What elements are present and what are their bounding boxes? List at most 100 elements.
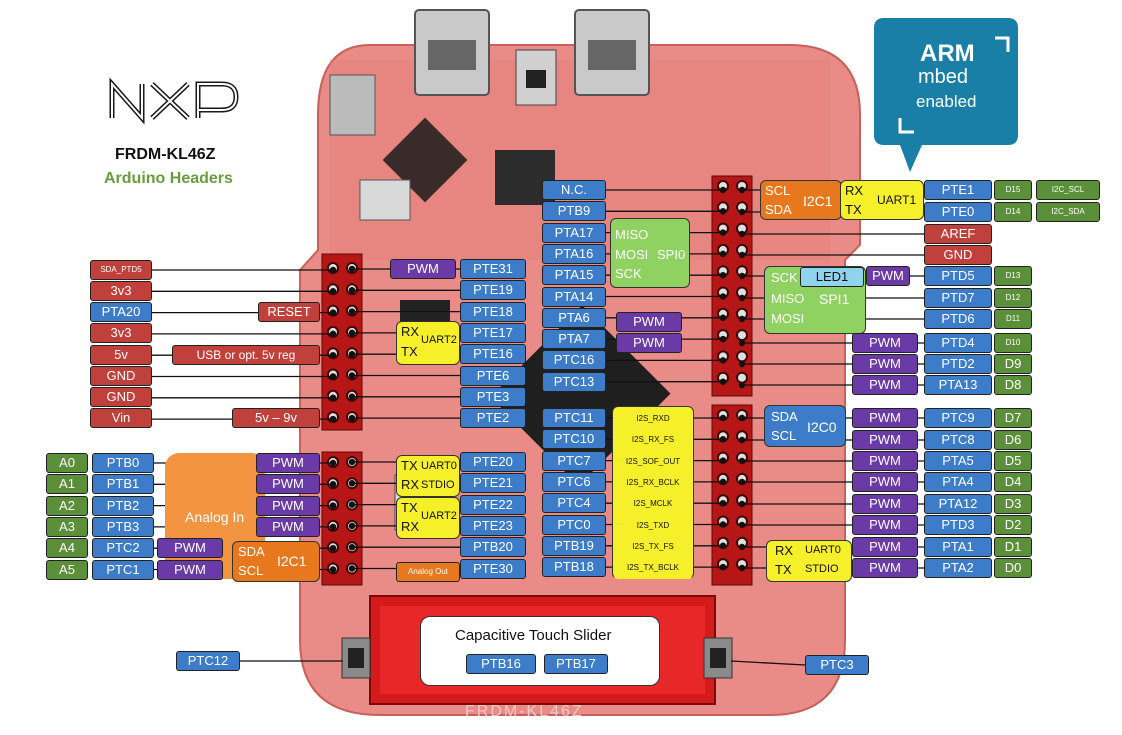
header-pin <box>736 371 748 384</box>
connector-dot <box>738 272 746 280</box>
analog-pwm-label: PWM <box>256 495 320 516</box>
analog-pin-label: PTB3 <box>92 516 154 537</box>
inner-left-pin: PTE31 <box>460 259 526 279</box>
connector-dot <box>329 351 337 359</box>
label-5v: 5v <box>90 345 152 365</box>
uart0-right-rx: RX <box>775 543 794 558</box>
connector-dot <box>719 521 727 528</box>
i2c1-right-sda: SDA <box>765 202 792 217</box>
right-pin-label: PTA4 <box>924 472 992 492</box>
right-pwm-label: PWM <box>852 333 918 353</box>
uart2-lower-name: UART2 <box>421 510 457 522</box>
analog-pin-label: PTB0 <box>92 453 154 473</box>
uart1-tx: TX <box>845 202 862 217</box>
right-digital-label: D2 <box>994 515 1032 535</box>
connector-dot <box>329 502 337 509</box>
inner-right-pin: PTA6 <box>542 307 606 328</box>
i2s-signal-label: I2S_RX_BCLK <box>614 473 692 494</box>
connector-dot <box>738 360 746 368</box>
inner-right-pin: PTB19 <box>542 535 606 556</box>
spi1-name: SPI1 <box>819 291 850 307</box>
right-digital-label: D13 <box>994 266 1032 286</box>
connector-dot <box>719 314 727 322</box>
right-pwm-label: PWM <box>852 515 918 535</box>
i2s-signal-label: I2S_TX_FS <box>614 537 692 558</box>
right-digital-label: D4 <box>994 472 1032 492</box>
right-pwm-label: PWM <box>852 494 918 514</box>
right-pin-label: PTE0 <box>924 202 992 222</box>
analog-a-label: A4 <box>46 538 88 559</box>
inner-right-pin: PTB18 <box>542 557 606 578</box>
uart0-right-box: RX TX UART0 STDIO <box>766 540 852 582</box>
analog-pwm-label: PWM <box>157 559 223 580</box>
i2s-signal-label: I2S_SOF_OUT <box>614 452 692 473</box>
inner-left-pin: PTE30 <box>460 558 526 579</box>
right-pin-label: PTD7 <box>924 288 992 308</box>
connector-dot <box>738 208 746 216</box>
inner-left-pin: PTE19 <box>460 280 526 301</box>
analog-pin-label: PTC2 <box>92 538 154 559</box>
uart0-right-stdio: STDIO <box>805 563 839 575</box>
right-pwm-label: PWM <box>852 537 918 557</box>
label-led1: LED1 <box>800 267 864 287</box>
connector-dot <box>719 414 727 422</box>
right-pwm-label: PWM <box>852 430 918 450</box>
nxp-logo-inner <box>111 81 238 121</box>
uart2-lower-tx: TX <box>401 500 418 515</box>
uart1-rx: RX <box>845 183 864 198</box>
connector-dot <box>348 565 356 572</box>
connector-dot <box>348 480 356 487</box>
connector-dot <box>719 378 727 385</box>
connector-dot <box>348 308 356 315</box>
right-digital-label: D8 <box>994 375 1032 395</box>
label-pta20: PTA20 <box>90 302 152 322</box>
label-gnd-b: GND <box>90 387 152 407</box>
connector-dot <box>719 208 727 215</box>
connector-dot <box>738 251 746 259</box>
label-i2c-scl: I2C_SCL <box>1036 180 1100 200</box>
right-digital-label: D0 <box>994 558 1032 578</box>
analog-a-label: A0 <box>46 453 88 473</box>
spi0-name: SPI0 <box>657 247 686 262</box>
i2c1-left-name: I2C1 <box>277 553 307 569</box>
inner-left-pin: PTE22 <box>460 494 526 515</box>
inner-right-pin: PTA14 <box>542 286 606 307</box>
label-pwm-pte31: PWM <box>390 259 456 279</box>
inner-left-pin: PTE18 <box>460 301 526 322</box>
left-analog-header <box>321 451 363 586</box>
right-pin-label: PTA5 <box>924 451 992 471</box>
right-digital-label: D3 <box>994 494 1032 514</box>
uart2-lower-rx: RX <box>401 519 420 534</box>
connector-dot <box>738 230 746 238</box>
label-3v3-b: 3v3 <box>90 323 152 343</box>
connector-dot <box>719 436 727 443</box>
i2c0-box: SDA SCL I2C0 <box>764 405 846 447</box>
connector-dot <box>348 372 356 379</box>
i2c1-right-name: I2C1 <box>803 193 833 209</box>
inner-right-pin: PTC11 <box>542 408 606 428</box>
right-pin-label: PTA1 <box>924 537 992 557</box>
uart0-right-name: UART0 <box>805 544 841 556</box>
connector-dot <box>738 543 746 551</box>
inner-left-pin: PTE3 <box>460 386 526 407</box>
right-pin-label: PTD4 <box>924 333 992 353</box>
connector-dot <box>719 457 727 464</box>
right-digital-label: D14 <box>994 202 1032 222</box>
i2c0-sda: SDA <box>771 409 798 424</box>
analog-a-label: A2 <box>46 495 88 516</box>
analog-pin-label: PTB2 <box>92 495 154 516</box>
right-pin-label: PTC8 <box>924 430 992 450</box>
connector-dot <box>329 523 337 531</box>
right-pwm-label: PWM <box>852 408 918 428</box>
right-pwm-label: PWM <box>852 558 918 578</box>
label-ptc12: PTC12 <box>176 651 240 671</box>
i2c0-name: I2C0 <box>807 419 837 435</box>
analog-pwm-label: PWM <box>157 538 223 559</box>
connector-dot <box>348 350 356 358</box>
label-vin: Vin <box>90 408 152 428</box>
label-sda-ptd5: SDA_PTD5 <box>90 260 152 280</box>
connector-dot <box>738 381 746 389</box>
i2s-signal-label: I2S_TXD <box>614 516 692 537</box>
i2s-signal-label: I2S_RX_FS <box>614 431 692 452</box>
spi1-sck: SCK <box>771 270 798 285</box>
